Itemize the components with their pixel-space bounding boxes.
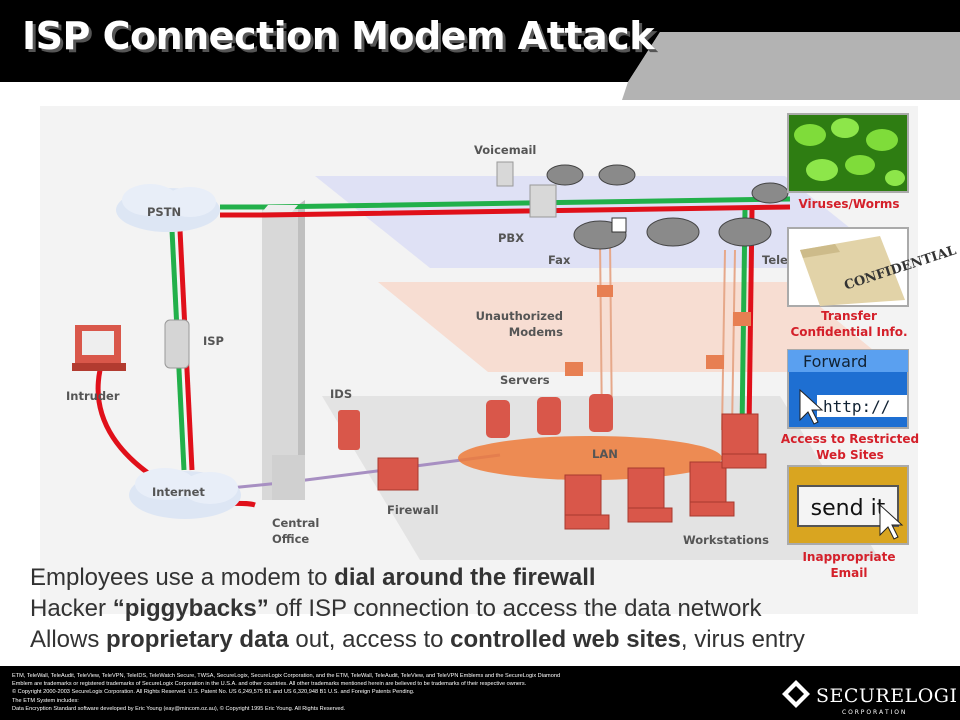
lan-hub [458, 436, 722, 480]
voicemail-unit [496, 161, 514, 187]
threat-3-line2: Web Sites [816, 448, 884, 462]
label-firewall: Firewall [387, 503, 439, 517]
modem-plane [378, 282, 900, 372]
bullet-1: Employees use a modem to dial around the… [30, 564, 596, 591]
threat-4-line2: Email [830, 566, 867, 580]
bullet-list: Employees use a modem to dial around the… [30, 562, 950, 655]
header-banner [0, 0, 960, 100]
trunk-line-red [220, 204, 791, 218]
browser-forward-text: Forward [803, 352, 867, 371]
bullet-3: Allows proprietary data out, access to c… [30, 626, 805, 653]
workstation-icons [564, 413, 767, 530]
label-pbx: PBX [498, 231, 524, 245]
threat-3-line1: Access to Restricted [781, 432, 919, 446]
browser-url-text: http:// [823, 397, 890, 416]
label-intruder: Intruder [66, 389, 120, 403]
label-servers: Servers [500, 373, 550, 387]
central-office-column [262, 205, 298, 500]
trunk-line-green [220, 196, 791, 210]
label-unauthorized-2: Modems [509, 325, 563, 339]
label-unauthorized-1: Unauthorized [476, 309, 563, 323]
cursor-arrow-icon [799, 388, 824, 425]
label-workstations: Workstations [683, 533, 769, 547]
page-title: ISP Connection Modem Attack [22, 14, 654, 58]
label-isp: ISP [203, 334, 224, 348]
pstn-cloud [116, 184, 220, 232]
threat-4-line1: Inappropriate [802, 550, 895, 564]
label-fax: Fax [548, 253, 571, 267]
label-ids: IDS [330, 387, 352, 401]
label-central-2: Office [272, 532, 309, 546]
ids-unit [338, 410, 360, 450]
bullet-2: Hacker “piggybacks” off ISP connection t… [30, 595, 762, 622]
label-pstn: PSTN [147, 205, 181, 219]
logo-subtext: C O R P O R A T I O N [842, 709, 905, 716]
confidential-folder-image: CONFIDENTIAL [787, 227, 958, 307]
securelogix-logo: SECURELOGIX C O R P O R A T I O N [782, 680, 956, 716]
virus-image [787, 113, 909, 193]
pointer-arrow-icon [879, 503, 904, 540]
legal-text: ETM, TeleWall, TeleAudit, TeleView, Tele… [12, 673, 561, 712]
phone-icons [546, 164, 789, 250]
label-voicemail: Voicemail [474, 143, 536, 157]
threat-2-line1: Transfer [821, 309, 877, 323]
label-lan: LAN [592, 447, 618, 461]
firewall-unit [377, 457, 419, 491]
send-it-text: send it [811, 496, 886, 521]
threat-2-line2: Confidential Info. [790, 325, 907, 339]
modem-icons [565, 285, 751, 376]
internet-cloud [129, 468, 241, 519]
logo-wordmark: SECURELOGIX [816, 685, 956, 707]
label-central-1: Central [272, 516, 319, 530]
server-icons [486, 394, 613, 438]
send-button-image: send it [787, 465, 909, 545]
label-internet: Internet [152, 485, 205, 499]
threat-1-line1: Viruses/Worms [798, 197, 899, 211]
isp-router [164, 319, 190, 369]
intruder-computer [72, 325, 126, 371]
browser-address-image: Forward http:// [787, 349, 909, 429]
pbx-unit [529, 184, 557, 218]
label-tele: Tele [762, 253, 788, 267]
